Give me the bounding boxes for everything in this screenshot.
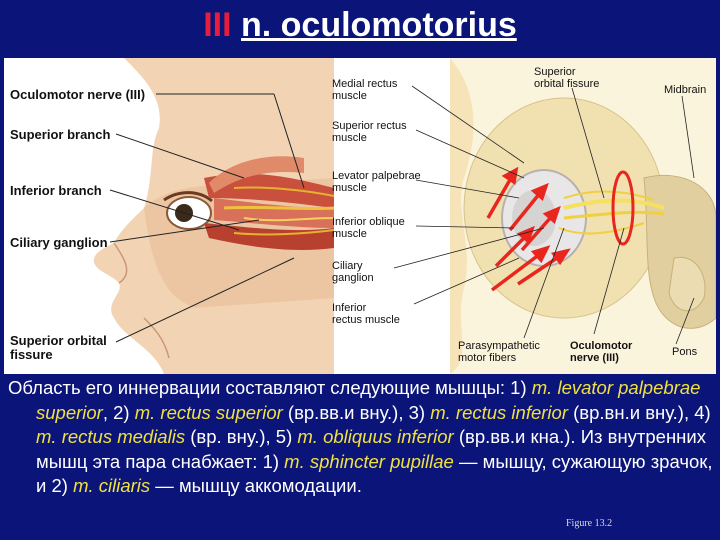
term-obliquus-inferior: m. obliquus inferior (297, 426, 454, 447)
label-oculomotor-nerve-right: Oculomotor nerve (III) (570, 340, 633, 364)
label-pons: Pons (672, 346, 698, 358)
title-roman-numeral: III (203, 6, 232, 44)
term-rectus-superior: m. rectus superior (134, 401, 283, 423)
label-inferior-oblique: Inferior oblique muscle (332, 216, 405, 240)
label-superior-branch: Superior branch (10, 127, 111, 142)
label-oculomotor-nerve: Oculomotor nerve (III) (10, 87, 146, 102)
label-superior-orbital-fissure-right: Superior orbital fissure (534, 66, 600, 90)
text-segment: (вр.вн.и вну.), 4) (567, 401, 711, 423)
label-midbrain: Midbrain (664, 84, 707, 96)
innervation-paragraph: Область его иннервации составляют следую… (8, 376, 714, 499)
anatomy-illustration (4, 58, 716, 374)
text-segment: (вр.вв.и вну.), 3) (282, 401, 431, 423)
term-levator-palpebrae: m. levator palpebrae superior (36, 377, 701, 423)
innervation-text: Область его иннервации составляют следую… (8, 376, 714, 499)
label-inferior-rectus: Inferior rectus muscle (332, 302, 400, 326)
title-nerve-name: n. oculomotorius (241, 6, 517, 44)
slide-title: III n. oculomotorius (0, 6, 720, 45)
label-ciliary-ganglion-left: Ciliary ganglion (10, 235, 108, 250)
term-rectus-inferior: m. rectus inferior (430, 401, 568, 423)
text-segment: (вр.вв.и кна.). Из внутренних мышц эта п… (36, 426, 706, 472)
text-segment: (вр. вну.), 5) (185, 426, 298, 447)
text-segment: — мышцу, сужающую зрачок, и 2) (36, 450, 713, 497)
label-ciliary-ganglion-right: Ciliary ganglion (332, 260, 374, 284)
term-sphincter-pupillae: m. sphincter pupillae (284, 450, 454, 472)
label-levator-palpebrae: Levator palpebrae muscle (332, 170, 421, 194)
label-parasympathetic: Parasympathetic motor fibers (458, 340, 540, 364)
term-ciliaris: m. ciliaris (73, 475, 151, 496)
label-medial-rectus: Medial rectus muscle (332, 78, 398, 102)
label-inferior-branch: Inferior branch (10, 183, 102, 198)
label-superior-rectus: Superior rectus muscle (332, 120, 407, 144)
figure-credit: Figure 13.2 (566, 518, 613, 529)
label-superior-orbital-fissure-left: Superior orbital fissure (10, 333, 107, 362)
text-segment: Область его иннервации составляют следую… (8, 377, 532, 398)
term-rectus-medialis: m. rectus medialis (36, 426, 186, 447)
text-segment: — мышцу аккомодации. (150, 475, 362, 496)
text-segment: , 2) (102, 401, 135, 423)
anatomy-figure: Oculomotor nerve (III) Superior branch I… (4, 58, 716, 374)
